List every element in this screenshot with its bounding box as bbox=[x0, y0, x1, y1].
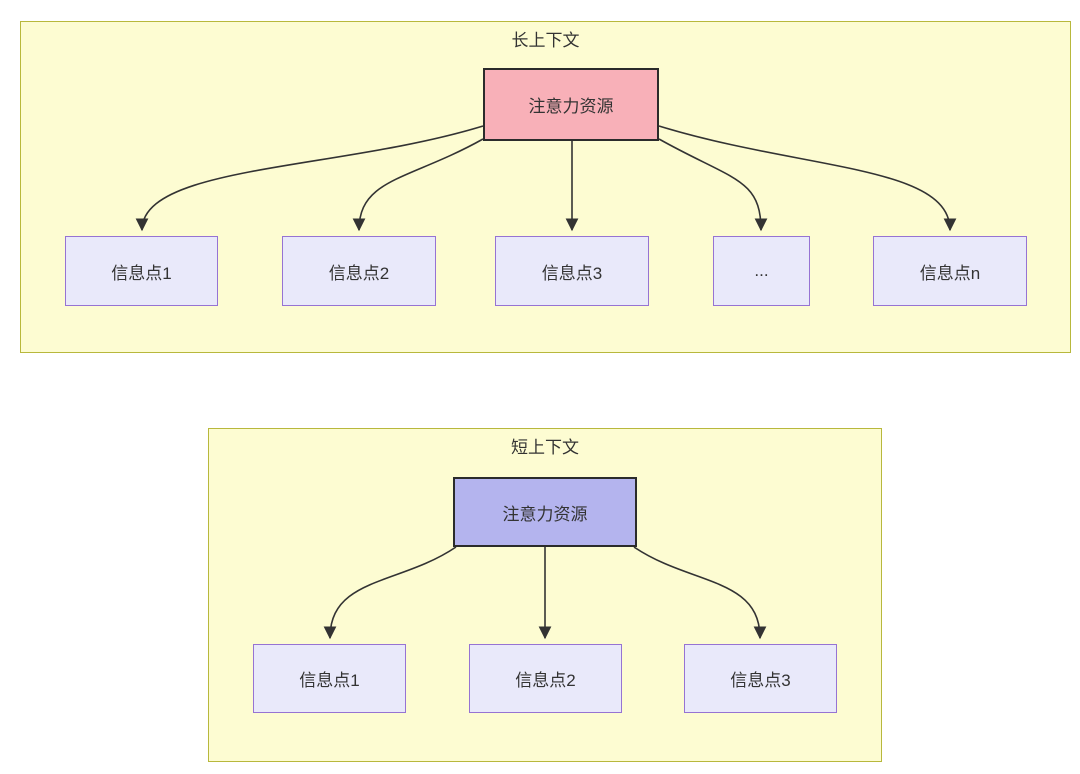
attention-node-long-label: 注意力资源 bbox=[528, 97, 614, 116]
info-node-short-1-label: 信息点1 bbox=[299, 671, 360, 690]
info-node-long-1-label: 信息点1 bbox=[111, 263, 172, 283]
info-node-long-1: 信息点1 bbox=[65, 236, 218, 306]
attention-node-short: 注意力资源 bbox=[453, 477, 637, 547]
info-node-long-ellipsis: ... bbox=[713, 236, 810, 306]
attention-node-short-label: 注意力资源 bbox=[502, 504, 588, 524]
info-node-long-3: 信息点3 bbox=[495, 236, 649, 306]
info-node-long-n: 信息点n bbox=[873, 236, 1027, 306]
info-node-long-n-label: 信息点n bbox=[919, 263, 981, 283]
info-node-long-2: 信息点2 bbox=[282, 236, 436, 306]
info-node-short-2-label: 信息点2 bbox=[515, 671, 576, 690]
info-node-long-2-label: 信息点2 bbox=[328, 263, 390, 283]
info-node-short-1: 信息点1 bbox=[253, 644, 406, 713]
attention-node-long: 注意力资源 bbox=[483, 68, 659, 141]
info-node-long-3-label: 信息点3 bbox=[541, 263, 603, 283]
info-node-short-3: 信息点3 bbox=[684, 644, 837, 713]
info-node-short-3-label: 信息点3 bbox=[730, 671, 791, 690]
info-node-short-2: 信息点2 bbox=[469, 644, 622, 713]
short-context-title: 短上下文 bbox=[511, 438, 579, 457]
long-context-title: 长上下文 bbox=[511, 31, 580, 50]
info-node-long-ellipsis-label: ... bbox=[754, 261, 769, 280]
